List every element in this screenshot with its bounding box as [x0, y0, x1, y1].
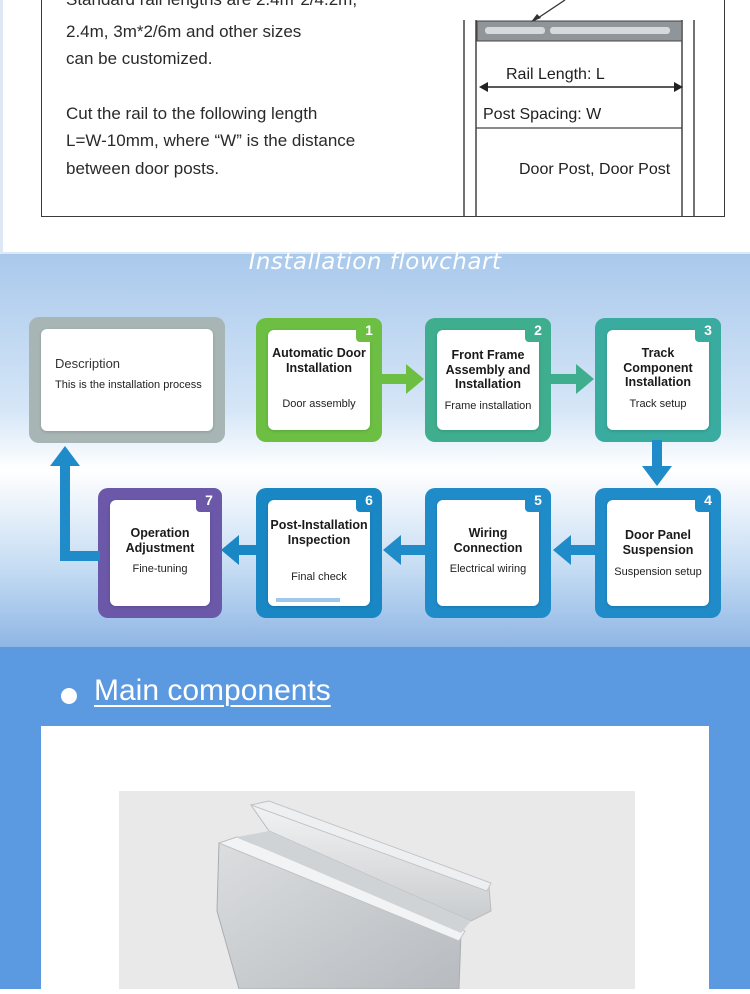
step-sub-4: Suspension setup — [614, 566, 702, 578]
step-title-5: Wiring Connection — [453, 526, 523, 555]
components-title: Main components — [94, 674, 331, 707]
step-card-2: Front Frame Assembly and Installation Fr… — [425, 318, 551, 442]
step-sub-2: Frame installation — [444, 400, 532, 412]
arrow-left-icon — [383, 535, 427, 565]
bullet-icon — [61, 688, 77, 704]
arrow-down-icon — [642, 440, 672, 486]
step-badge-6: 6 — [356, 488, 382, 512]
step-badge-1: 1 — [356, 318, 382, 342]
rail-spec-frame — [41, 0, 725, 217]
arrow-left-icon — [553, 535, 597, 565]
description-title: Description — [55, 356, 121, 371]
step-card-1: Automatic Door Installation Door assembl… — [256, 318, 382, 442]
step-title-4: Door Panel Suspension — [622, 528, 694, 557]
step-title-7: Operation Adjustment — [125, 526, 195, 555]
flowchart-title: Installation flowchart — [248, 249, 502, 275]
arrow-right-icon — [550, 364, 594, 394]
step-title-1: Automatic Door Installation — [272, 346, 366, 375]
step-badge-5: 5 — [525, 488, 551, 512]
arrow-left-icon — [221, 535, 259, 565]
aluminum-rail-image — [216, 800, 492, 990]
rail-spec-section — [0, 0, 750, 254]
spec-line-cut: Cut the rail to the following length — [66, 104, 318, 123]
step-sub-7: Fine-tuning — [132, 563, 188, 575]
step-card-7: Operation Adjustment Fine-tuning 7 — [98, 488, 222, 618]
rail-length-label: Rail Length: L — [506, 66, 605, 83]
arrow-right-icon — [380, 364, 424, 394]
step-badge-7: 7 — [196, 488, 222, 512]
rail-diagram — [463, 0, 695, 217]
spec-line-sizes: 2.4m, 3m*2/6m and other sizes — [66, 22, 302, 41]
post-spacing-label: Post Spacing: W — [483, 106, 602, 123]
step-title-2: Front Frame Assembly and Installation — [445, 348, 531, 391]
step-title-3: Track Component Installation — [623, 346, 693, 389]
step-badge-3: 3 — [695, 318, 721, 342]
door-post-label: Door Post, Door Post — [519, 161, 671, 178]
step-6-accent — [276, 598, 340, 602]
step-sub-3: Track setup — [629, 398, 687, 410]
step-sub-1: Door assembly — [282, 398, 356, 410]
step-card-4: Door Panel Suspension Suspension setup 4 — [595, 488, 721, 618]
spec-line-formula: L=W-10mm, where “W” is the distance — [66, 131, 356, 150]
step-badge-2: 2 — [525, 318, 551, 342]
spec-line-standard: Standard rail lengths are 2.4m*2/4.2m, — [66, 0, 357, 13]
step-card-3: Track Component Installation Track setup… — [595, 318, 721, 442]
description-card: Description This is the installation pro… — [29, 317, 225, 443]
spec-line-posts: between door posts. — [66, 159, 220, 178]
arrow-return-icon — [50, 446, 100, 561]
rail-photo — [119, 791, 635, 990]
spec-line-customized: can be customized. — [66, 49, 213, 68]
step-title-6: Post-Installation Inspection — [270, 518, 368, 547]
step-card-5: Wiring Connection Electrical wiring 5 — [425, 488, 551, 618]
rail-spec-panel — [3, 0, 750, 252]
step-sub-5: Electrical wiring — [449, 563, 527, 575]
step-badge-4: 4 — [695, 488, 721, 512]
step-card-6: Post-Installation Inspection Final check… — [256, 488, 382, 618]
step-sub-6: Final check — [291, 571, 347, 583]
description-text: This is the installation process — [55, 379, 202, 391]
